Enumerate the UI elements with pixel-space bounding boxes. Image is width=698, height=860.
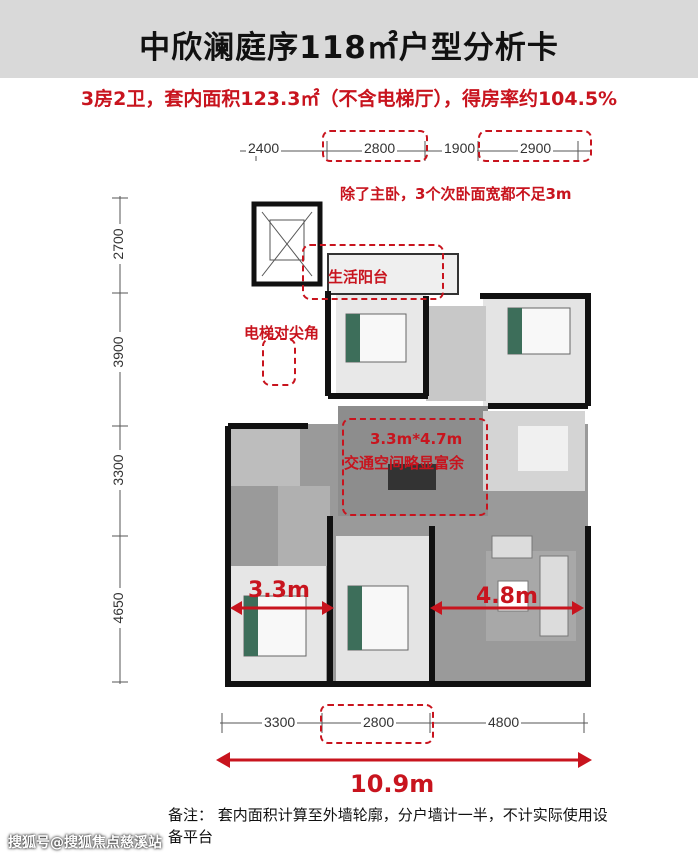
dim-left-4: 4650	[110, 588, 126, 628]
living-width-arrow	[430, 601, 584, 615]
hall-size: 3.3m*4.7m	[370, 430, 463, 448]
dim-left-3: 3300	[110, 450, 126, 490]
living-width-label: 4.8m	[476, 584, 538, 609]
hall-highlight	[342, 418, 488, 516]
floor-plan	[225, 201, 591, 687]
page-title: 中欣澜庭序118㎡户型分析卡	[139, 30, 559, 66]
footnote: 备注： 套内面积计算至外墙轮廓，分户墙计一半，不计实际使用设备平台	[168, 806, 608, 846]
dim-top-1: 2400	[246, 140, 282, 156]
dim-bottom-2-highlight	[320, 704, 434, 744]
watermark: 搜狐号@搜狐焦点慈溪站	[8, 835, 162, 851]
elevator-corner-highlight	[262, 338, 296, 386]
elevator-note: 电梯对尖角	[244, 324, 320, 342]
room-left-width-label: 3.3m	[248, 578, 310, 603]
dim-left-1: 2700	[110, 224, 126, 264]
dim-top-2-highlight	[322, 130, 428, 162]
title-bar	[0, 0, 698, 78]
dim-bottom-2: 2800	[361, 714, 397, 730]
dim-top-4: 2900	[518, 140, 554, 156]
room-left-width-arrow	[230, 601, 334, 615]
balcony-highlight	[302, 244, 444, 300]
dim-bottom-1: 3300	[262, 714, 298, 730]
bedroom-width-note: 除了主卧，3个次卧面宽都不足3m	[340, 185, 572, 203]
dim-top-3: 1900	[442, 140, 478, 156]
page-subtitle: 3房2卫，套内面积123.3㎡（不含电梯厅），得房率约104.5%	[80, 88, 618, 110]
dim-left-2: 3900	[110, 332, 126, 372]
dim-bottom-3: 4800	[486, 714, 522, 730]
total-width-label: 10.9m	[350, 770, 435, 798]
total-width-arrow	[216, 752, 592, 768]
dim-top-2: 2800	[362, 140, 398, 156]
dim-top-4-highlight	[478, 130, 592, 162]
hall-note: 交通空间略显富余	[344, 454, 465, 472]
balcony-label: 生活阳台	[328, 268, 389, 286]
